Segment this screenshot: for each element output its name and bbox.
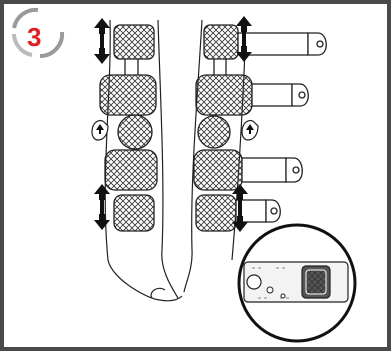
lock-icon [242,120,258,140]
wrap-thigh-right [196,75,252,115]
wrap-calf-right [194,150,242,190]
arrow-up-down-icon [94,18,110,64]
wrap-ankle [114,195,154,231]
step-number: 3 [27,22,41,52]
strap-buckle-icon [252,84,308,106]
wrap-upper-thigh-right [204,25,238,59]
wrap-upper-thigh [114,25,154,59]
strap-buckle-icon [242,158,302,182]
wrap-thigh [100,75,156,115]
strap-buckle-icon [238,33,326,55]
step-badge: 3 [14,10,62,56]
arrow-up-down-icon [94,184,110,230]
wrap-knee-right [198,116,230,148]
wrap-ankle-right [196,195,236,231]
wrap-knee [118,115,152,149]
lock-icon [92,120,108,140]
magnifier-inset [239,225,355,341]
left-wraps [100,25,157,231]
wrap-calf [105,150,157,190]
